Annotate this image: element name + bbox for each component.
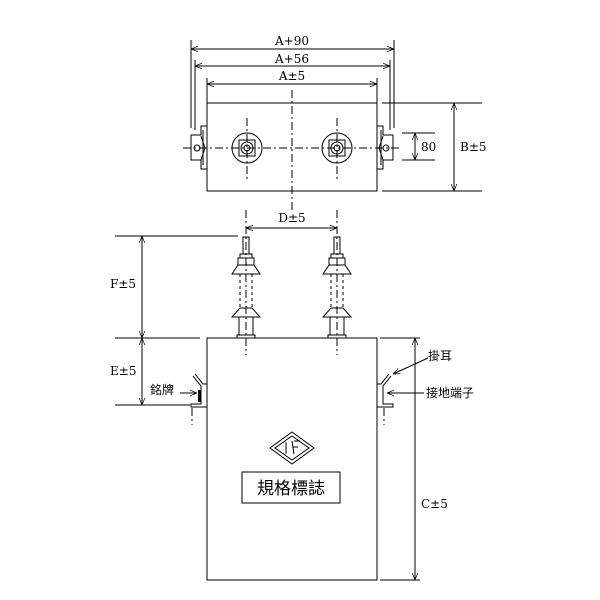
hf-logo <box>269 431 315 465</box>
bushing-top-left <box>231 132 263 164</box>
dim-label-a90: A+90 <box>274 34 309 48</box>
hanging-ear-bracket <box>377 373 394 425</box>
nameplate-bracket <box>190 373 207 425</box>
insulator-right <box>321 210 353 355</box>
bushing-top-right <box>321 132 353 164</box>
bracket-left <box>190 125 207 170</box>
front-view: D±5 <box>110 210 474 581</box>
insulator-left <box>230 210 262 355</box>
spec-mark-box <box>241 471 341 504</box>
bracket-right <box>377 125 394 170</box>
dim-label-a56: A+56 <box>274 52 309 66</box>
top-view: A+90 A+56 A±5 <box>183 34 487 210</box>
dim-label-e5: E±5 <box>110 364 136 378</box>
dim-label-f5: F±5 <box>110 277 136 291</box>
label-nameplate: 銘牌 <box>150 382 174 397</box>
label-hanging-ear: 掛耳 <box>428 348 452 363</box>
dim-label-80: 80 <box>421 140 436 154</box>
dim-label-b5: B±5 <box>460 140 487 154</box>
dim-label-c5: C±5 <box>421 497 448 511</box>
dim-label-d5: D±5 <box>278 211 305 225</box>
front-body-outline <box>206 337 378 581</box>
dim-label-a5: A±5 <box>278 69 305 83</box>
spec-mark-text: 規格標誌 <box>257 479 325 499</box>
label-ground-terminal: 接地端子 <box>426 385 474 400</box>
